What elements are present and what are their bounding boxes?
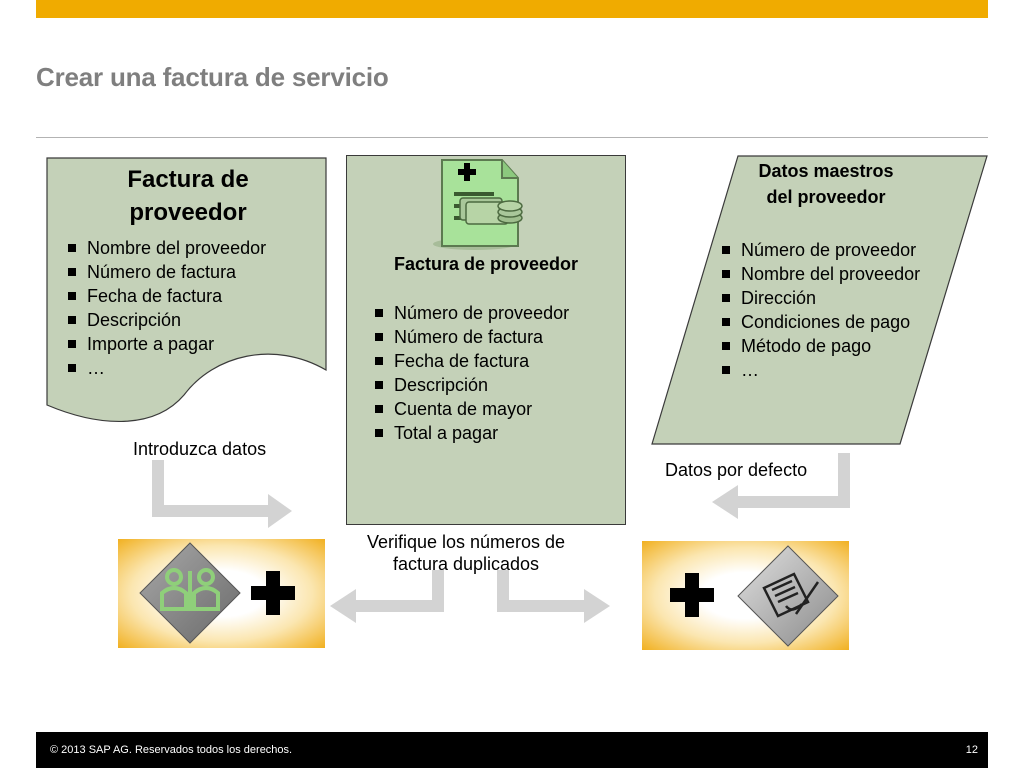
vendor-master-data-field-list: Número de proveedor Nombre del proveedor… [722,238,920,382]
list-item: Número de proveedor [722,238,920,262]
list-item: Importe a pagar [68,332,266,356]
list-item: Descripción [68,308,266,332]
verify-duplicates-caption-line2: factura duplicados [392,554,540,574]
list-item: Condiciones de pago [722,310,920,334]
list-item: Descripción [375,373,569,397]
vendor-master-data-title-line1: Datos maestros [758,161,894,181]
list-item: Nombre del proveedor [68,236,266,260]
copyright-text: © 2013 SAP AG. Reservados todos los dere… [50,744,293,756]
list-item: Fecha de factura [375,349,569,373]
list-item: Cuenta de mayor [375,397,569,421]
list-item: Fecha de factura [68,284,266,308]
list-item: Número de factura [68,260,266,284]
page-number: 12 [965,744,978,756]
master-data-document-icon [737,545,839,647]
verify-duplicates-caption-line1: Verifique los números de [366,532,566,552]
vendor-master-data-title: Datos maestros del proveedor [728,158,924,210]
vendor-master-data-shape [651,155,988,445]
vendor-invoice-field-list: Nombre del proveedor Número de factura F… [68,236,266,380]
list-item: Método de pago [722,334,920,358]
brand-top-bar [36,0,988,18]
invoice-entry-field-list: Número de proveedor Número de factura Fe… [375,301,569,445]
vendor-invoice-document-shape [46,157,327,423]
list-item: Total a pagar [375,421,569,445]
plus-icon [251,571,295,615]
list-item: Dirección [722,286,920,310]
enter-data-caption: Introduzca datos [133,439,267,459]
default-data-arrow [712,453,850,519]
list-item: Número de proveedor [375,301,569,325]
verify-right-arrow [497,570,610,623]
footer-bar: © 2013 SAP AG. Reservados todos los dere… [36,732,988,768]
vendor-invoice-title-line2: proveedor [129,199,247,226]
list-item: Número de factura [375,325,569,349]
vendor-invoice-title: Factura de proveedor [58,163,318,229]
list-item: … [68,356,266,380]
vendor-invoice-title-line1: Factura de [127,166,249,193]
title-divider [36,137,988,138]
vendor-users-icon [139,542,241,644]
vendor-master-data-title-line2: del proveedor [766,187,886,207]
plus-icon [670,573,714,617]
default-data-caption: Datos por defecto [665,460,808,480]
list-item: Nombre del proveedor [722,262,920,286]
verify-left-arrow [330,570,444,623]
list-item: … [722,358,920,382]
verify-duplicates-caption: Verifique los números de factura duplica… [346,531,586,575]
invoice-entry-title: Factura de proveedor [393,254,579,274]
slide-title: Crear una factura de servicio [36,62,389,92]
enter-data-arrow [152,460,292,528]
invoice-document-icon [433,159,523,250]
